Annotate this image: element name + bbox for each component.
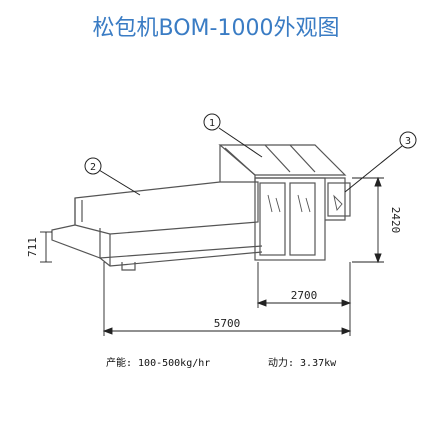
callout-1: 1 bbox=[203, 113, 221, 131]
callout-1-label: 1 bbox=[209, 118, 215, 129]
side-box bbox=[327, 182, 351, 217]
capacity-spec: 产能: 100-500kg/hr bbox=[106, 358, 211, 369]
support-leg bbox=[121, 262, 136, 271]
power-spec: 动力: 3.37kw bbox=[268, 358, 337, 369]
callout-2-label: 2 bbox=[90, 162, 96, 173]
conveyor-trough bbox=[74, 181, 259, 235]
dimension-711: 711 bbox=[26, 237, 39, 257]
dimension-2700: 2700 bbox=[291, 289, 318, 302]
callout-3-label: 3 bbox=[405, 136, 411, 147]
dimension-5700: 5700 bbox=[214, 317, 241, 330]
callout-3: 3 bbox=[399, 131, 417, 149]
diagram-title: 松包机BOM-1000外观图 bbox=[92, 16, 340, 41]
dimension-2420: 2420 bbox=[389, 207, 402, 234]
callout-2: 2 bbox=[84, 157, 102, 175]
